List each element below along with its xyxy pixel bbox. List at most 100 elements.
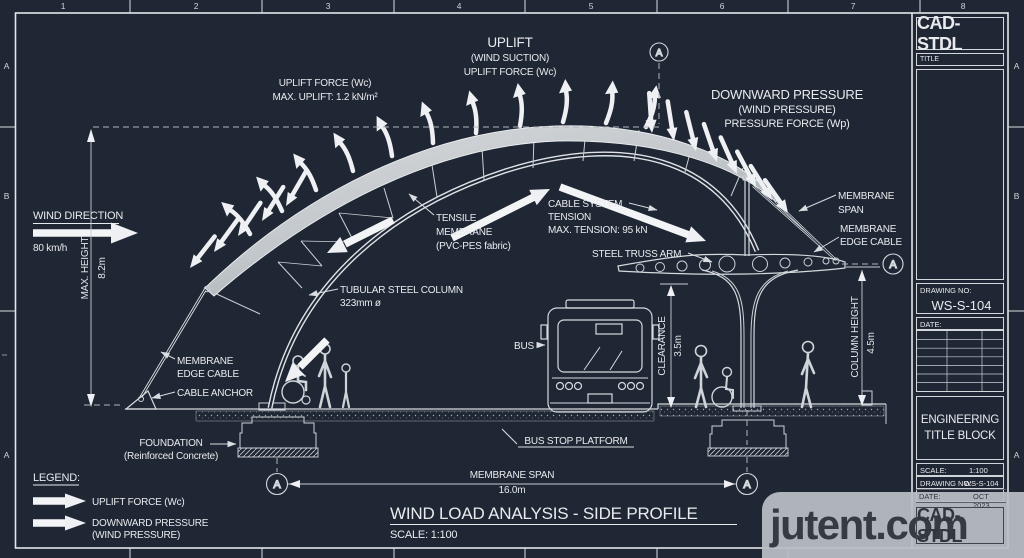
membrane-span-label-1: MEMBRANE [838, 191, 895, 202]
tensile-label-1: TENSILE [436, 213, 477, 224]
platform-label: BUS STOP PLATFORM [524, 436, 627, 447]
watermark-text: jutent.com [770, 501, 969, 548]
foundation-label-1: FOUNDATION [139, 438, 202, 449]
cable-anchor-drawing [124, 390, 157, 410]
grid-row-labels: A B A A B A [4, 61, 1020, 460]
foundation-right [707, 410, 789, 472]
titleblock-drawing-no: DRAWING NO: WS-S-104 [916, 283, 1004, 314]
bus-mirror-left [540, 324, 548, 340]
people-right [693, 340, 816, 409]
legend-header: LEGEND: [33, 472, 80, 484]
membrane-span-label-2: SPAN [838, 205, 864, 216]
annotations: UPLIFT (WIND SUCTION) UPLIFT FORCE (Wc) … [124, 35, 903, 462]
wind-pressure-label: (WIND PRESSURE) [738, 104, 835, 116]
tubular-column-size: 323mm ø [340, 298, 381, 309]
titleblock-revision-table [916, 330, 1004, 392]
grid-column-labels: 1 2 3 4 5 6 7 8 [61, 1, 966, 11]
titleblock-logo: CAD-STDL [916, 13, 1004, 54]
titleblock-scale-row: SCALE: 1:100 [916, 463, 1004, 476]
cable-system-label-2: TENSION [548, 212, 591, 223]
foundation-left [237, 416, 319, 472]
max-height-value: 8.2m [97, 257, 108, 278]
cable-tension-arrows [285, 183, 706, 382]
downward-pressure-heading: DOWNWARD PRESSURE [711, 87, 864, 102]
date-row-value-dark: OCT 2023 [973, 492, 990, 510]
bus-label: BUS [514, 341, 534, 352]
org-line-1: ENGINEERING [920, 413, 1000, 426]
bus-drawing [540, 299, 660, 413]
tree-column [701, 269, 742, 408]
membrane-span-dimension: MEMBRANE SPAN 16.0m [288, 470, 736, 496]
drawing-title: WIND LOAD ANALYSIS - SIDE PROFILE SCALE:… [390, 504, 737, 541]
edge-cable-right-label-2: EDGE CABLE [840, 237, 902, 248]
foundation-label-2: (Reinforced Concrete) [124, 451, 218, 462]
grid-row-label: B [1014, 191, 1020, 201]
datum-markers: A A A A [265, 42, 904, 496]
span-dim-value: 16.0m [499, 485, 526, 496]
tensile-label-3: (PVC-PES fabric) [436, 241, 511, 252]
membrane-edge-cable-left-drawing [124, 289, 207, 410]
datum-marker-a: A [656, 48, 663, 59]
scale-label: SCALE: [920, 466, 947, 475]
drawing-title-scale: SCALE: 1:100 [390, 529, 457, 541]
grid-row-label: A [1014, 61, 1020, 71]
grid-col-label: 2 [194, 1, 199, 11]
grid-row-label: B [4, 191, 10, 201]
titleblock-title-field [916, 69, 1004, 280]
ground-platform [84, 390, 887, 424]
datum-marker-a: A [889, 259, 897, 271]
grid-col-label: 5 [589, 1, 594, 11]
cable-system-label-3: MAX. TENSION: 95 kN [548, 225, 647, 236]
column-height-value: 4.5m [866, 332, 877, 353]
clearance-value: 3.5m [673, 335, 684, 356]
drawing-row-value: WS-S-104 [964, 479, 999, 488]
column-height-dimension: COLUMN HEIGHT 4.5m [846, 266, 880, 406]
edge-cable-left-label-1: MEMBRANE [177, 356, 234, 367]
grid-row-label: A [4, 450, 10, 460]
watermark-overlay: jutent.com [762, 492, 1024, 558]
cable-anchor-label: CABLE ANCHOR [177, 388, 253, 399]
grid-row-label: A [1014, 450, 1020, 460]
titleblock-date-row-overlay: DATE: OCT 2023 [916, 489, 1006, 510]
grid-col-label: 3 [326, 1, 331, 11]
titleblock-org: ENGINEERING TITLE BLOCK [916, 396, 1004, 460]
titleblock-date-label: DATE: [916, 317, 1004, 330]
max-height-dimension: MAX. HEIGHT 8.2m [80, 126, 661, 407]
uplift-left-label: UPLIFT FORCE (Wc) [279, 78, 372, 89]
span-dim-label: MEMBRANE SPAN [470, 470, 554, 481]
leader-lines [151, 193, 840, 448]
titleblock-drawing-row: DRAWING NO: WS-S-104 [916, 476, 1004, 489]
grid-col-label: 6 [720, 1, 725, 11]
bus-mirror-right [652, 324, 660, 340]
scale-value: 1:100 [969, 466, 988, 475]
legend-item-uplift: UPLIFT FORCE (Wc) [92, 497, 185, 508]
datum-marker-a: A [273, 479, 281, 491]
edge-cable-right-label-1: MEMBRANE [840, 224, 897, 235]
legend-item-downward-1: DOWNWARD PRESSURE [92, 518, 209, 529]
pressure-force-label: PRESSURE FORCE (Wp) [724, 118, 849, 130]
edge-cable-left-label-2: EDGE CABLE [177, 369, 239, 380]
uplift-heading: UPLIFT [487, 35, 532, 50]
tubular-steel-arch [258, 151, 760, 411]
steel-truss-arm-label: STEEL TRUSS ARM [592, 249, 681, 260]
wind-speed-label: 80 km/h [33, 243, 67, 254]
legend-item-downward-2: (WIND PRESSURE) [92, 530, 180, 541]
legend: LEGEND: UPLIFT FORCE (Wc) DOWNWARD PRESS… [33, 472, 209, 541]
org-line-2: TITLE BLOCK [924, 430, 996, 442]
title-block: CAD-STDL TITLE DRAWING NO: WS-S-104 DATE… [912, 13, 1008, 548]
steel-truss-arm-drawing [617, 253, 846, 275]
max-height-label: MAX. HEIGHT [80, 237, 91, 300]
datum-marker-a: A [743, 479, 751, 491]
wind-direction-label: WIND DIRECTION [33, 210, 123, 222]
clearance-label: CLEARANCE [657, 316, 668, 376]
uplift-force-label: UPLIFT FORCE (Wc) [464, 67, 557, 78]
grid-col-label: 8 [961, 1, 966, 11]
cable-system-label-1: CABLE SYSTEM [548, 199, 622, 210]
drawing-no-value: WS-S-104 [931, 298, 992, 313]
uplift-subheading: (WIND SUCTION) [471, 53, 549, 64]
drawing-no-label: DRAWING NO: [920, 286, 972, 295]
wind-direction-group: WIND DIRECTION 80 km/h [33, 210, 138, 254]
grid-col-label: 4 [457, 1, 462, 11]
